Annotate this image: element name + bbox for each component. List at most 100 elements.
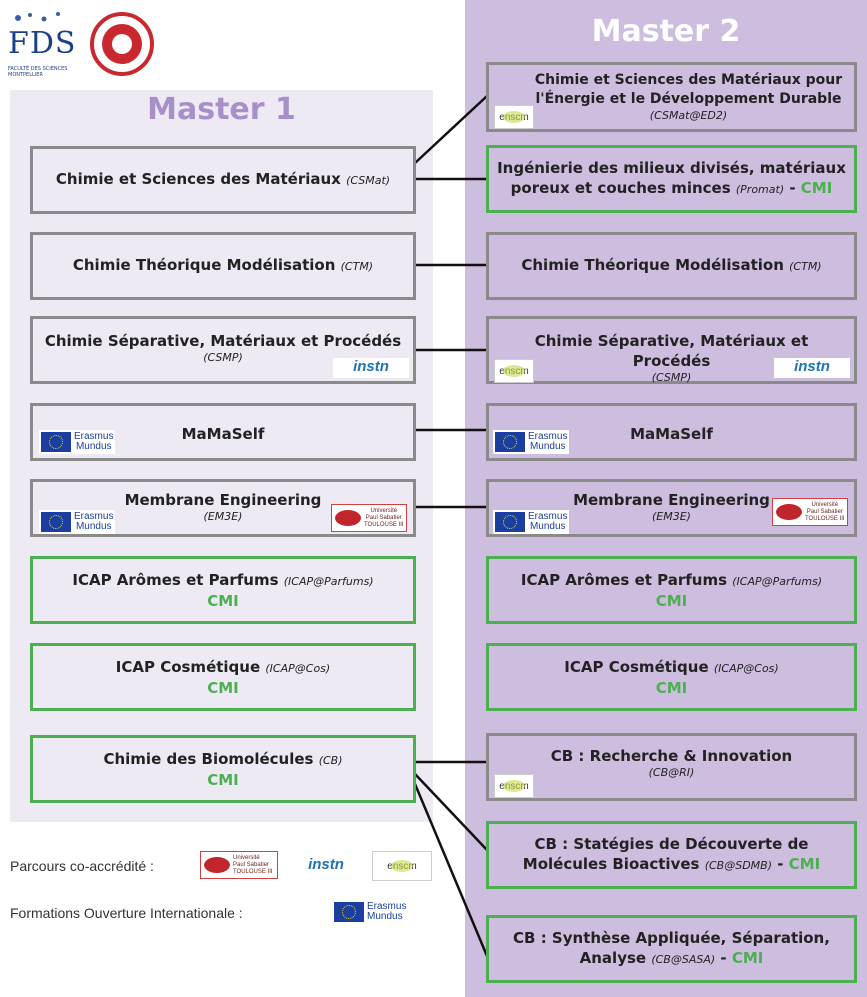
eu-flag-icon [334, 902, 364, 922]
instn-logo: instn [774, 358, 850, 378]
cmi-badge: CMI [207, 592, 239, 610]
m2-ctm-name: Chimie Théorique Modélisation [521, 256, 784, 274]
m2-csmp-abbr: (CSMP) [651, 371, 692, 384]
fds-logo: FDS FACULTÉ DES SCIENCES MONTPELLIER [8, 10, 75, 88]
instn-logo: instn [292, 856, 360, 876]
m1-icap-cos-name: ICAP Cosmétique [115, 658, 261, 676]
m2-box-csmat-ed2[interactable]: Chimie et Sciences des Matériaux pour l'… [486, 62, 857, 132]
erasmus-logo-line1: Erasmus [74, 431, 114, 442]
enscm-dot-icon [503, 111, 525, 123]
m1-box-cb[interactable]: Chimie des Biomolécules (CB) CMI [30, 735, 416, 803]
m2-cb-sasa-sep: - [715, 949, 732, 967]
m2-cb-ri-name: CB : Recherche & Innovation [550, 747, 793, 765]
cmi-badge: CMI [207, 771, 239, 789]
m1-em3e-abbr: (EM3E) [203, 510, 243, 523]
ups-seal-icon [204, 857, 230, 873]
ups-line2: Paul Sabatier [365, 514, 402, 521]
ups-seal-icon [776, 504, 802, 520]
m2-csmat-ed2-name: Chimie et Sciences des Matériaux pour l'… [534, 72, 843, 107]
m1-icap-parfums-name: ICAP Arômes et Parfums [72, 571, 279, 589]
m2-box-cb-sasa[interactable]: CB : Synthèse Appliquée, Séparation, Ana… [486, 915, 857, 983]
eu-flag-icon [41, 512, 71, 532]
m2-promat-sep: - [784, 179, 801, 197]
ups-line1: Université [370, 507, 398, 514]
m2-cb-sdmb-sep: - [772, 855, 789, 873]
ups-line2: Paul Sabatier [233, 861, 270, 868]
m2-cb-sasa-name: CB : Synthèse Appliquée, Séparation, Ana… [513, 929, 830, 967]
eu-flag-icon [495, 432, 525, 452]
m2-icap-parfums-name: ICAP Arômes et Parfums [520, 571, 728, 589]
m1-csmat-name: Chimie et Sciences des Matériaux [55, 170, 341, 188]
cmi-badge: CMI [788, 855, 821, 873]
ups-line2: Paul Sabatier [806, 508, 843, 515]
line-cb-sdmb [414, 773, 488, 851]
erasmus-logo-line2: Mundus [367, 911, 403, 922]
cmi-badge: CMI [207, 679, 239, 697]
m2-box-icap-parfums[interactable]: ICAP Arômes et Parfums (ICAP@Parfums) CM… [486, 556, 857, 624]
m2-cb-sdmb-abbr: (CB@SDMB) [704, 859, 772, 872]
cmi-badge: CMI [800, 179, 833, 197]
m2-cb-sdmb-name: CB : Statégies de Découverte de Molécule… [522, 835, 809, 873]
m1-box-icap-cos[interactable]: ICAP Cosmétique (ICAP@Cos) CMI [30, 643, 416, 711]
fds-caption: FACULTÉ DES SCIENCES MONTPELLIER [8, 66, 68, 78]
m2-box-csmp[interactable]: Chimie Séparative, Matériaux et Procédés… [486, 316, 857, 384]
m1-ctm-name: Chimie Théorique Modélisation [72, 256, 336, 274]
erasmus-logo-line2: Mundus [529, 441, 566, 452]
m1-csmp-abbr: (CSMP) [203, 351, 243, 364]
ups-line1: Université [233, 854, 260, 861]
m1-box-csmat[interactable]: Chimie et Sciences des Matériaux (CSMat) [30, 146, 416, 214]
ups-line3: TOULOUSE III [233, 868, 273, 875]
m1-em3e-name: Membrane Engineering [124, 491, 322, 509]
eu-flag-icon [495, 512, 525, 532]
m1-cb-name: Chimie des Biomolécules [103, 750, 314, 768]
m2-icap-cos-abbr: (ICAP@Cos) [713, 662, 779, 675]
instn-logo: instn [333, 358, 409, 378]
m2-box-cb-sdmb[interactable]: CB : Statégies de Découverte de Molécule… [486, 821, 857, 889]
m2-csmp-name: Chimie Séparative, Matériaux et Procédés [534, 332, 809, 370]
legend-international-label: Formations Ouverture Internationale : [10, 905, 243, 921]
ups-line3: TOULOUSE III [805, 515, 845, 522]
enscm-dot-icon [391, 860, 413, 872]
erasmus-logo-line1: Erasmus [367, 901, 407, 912]
m2-mamaself-name: MaMaSelf [630, 425, 713, 443]
erasmus-logo-line2: Mundus [529, 521, 566, 532]
m1-csmat-abbr: (CSMat) [346, 174, 391, 187]
m2-box-promat[interactable]: Ingénierie des milieux divisés, matériau… [486, 145, 857, 213]
m1-box-csmp[interactable]: Chimie Séparative, Matériaux et Procédés… [30, 316, 416, 384]
m2-box-ctm[interactable]: Chimie Théorique Modélisation (CTM) [486, 232, 857, 300]
cmi-badge: CMI [731, 949, 764, 967]
legend-coaccredit-label: Parcours co-accrédité : [10, 858, 154, 874]
master2-title: Master 2 [591, 14, 741, 49]
ups-line3: TOULOUSE III [364, 521, 404, 528]
m2-cb-ri-abbr: (CB@RI) [648, 766, 695, 779]
m2-icap-parfums-abbr: (ICAP@Parfums) [732, 575, 823, 588]
fds-logo-text: FDS [8, 26, 77, 61]
m2-box-icap-cos[interactable]: ICAP Cosmétique (ICAP@Cos) CMI [486, 643, 857, 711]
cmi-badge: CMI [655, 679, 688, 697]
m2-ctm-abbr: (CTM) [789, 260, 822, 273]
m1-box-icap-parfums[interactable]: ICAP Arômes et Parfums (ICAP@Parfums) CM… [30, 556, 416, 624]
enscm-logo: enscm [494, 774, 534, 798]
m1-box-ctm[interactable]: Chimie Théorique Modélisation (CTM) [30, 232, 416, 300]
m2-promat-abbr: (Promat) [735, 183, 785, 196]
enscm-dot-icon [503, 780, 525, 792]
ups-line1: Université [811, 501, 839, 508]
m2-em3e-name: Membrane Engineering [573, 491, 770, 509]
erasmus-logo-line1: Erasmus [528, 431, 568, 442]
m2-box-cb-ri[interactable]: CB : Recherche & Innovation (CB@RI) ensc… [486, 733, 857, 801]
erasmus-logo-line2: Mundus [75, 441, 112, 452]
m2-promat-name: Ingénierie des milieux divisés, matériau… [497, 159, 846, 197]
cmi-badge: CMI [655, 592, 688, 610]
